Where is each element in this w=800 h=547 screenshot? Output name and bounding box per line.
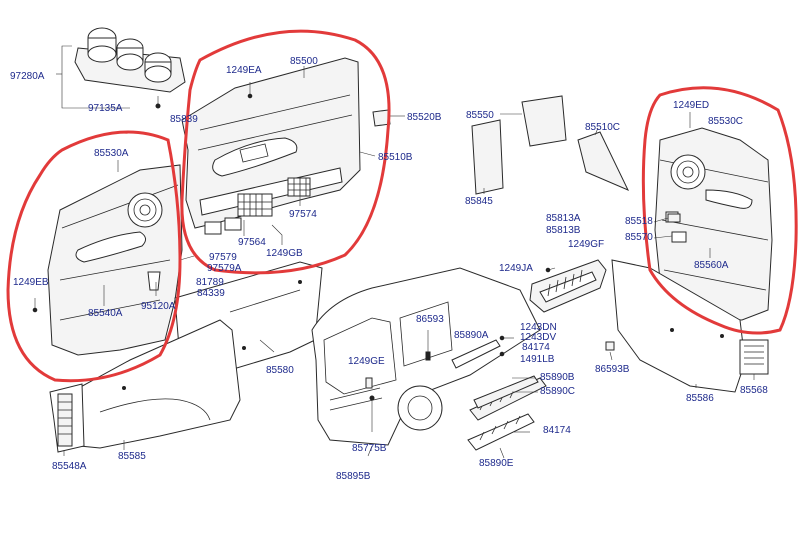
highlight-marks bbox=[6, 29, 798, 383]
part-label-81789: 81789 bbox=[196, 277, 224, 288]
part-label-1249eb: 1249EB bbox=[13, 277, 49, 288]
part-label-84174b: 84174 bbox=[543, 425, 571, 436]
part-label-86593: 86593 bbox=[416, 314, 444, 325]
highlight-circle-left bbox=[6, 130, 182, 383]
part-label-85580: 85580 bbox=[266, 365, 294, 376]
bracket-86593b bbox=[605, 341, 615, 351]
part-label-85890e: 85890E bbox=[479, 458, 514, 469]
bolt-86593 bbox=[425, 330, 431, 361]
part-label-85518: 85518 bbox=[625, 216, 653, 227]
part-label-85540a: 85540A bbox=[88, 308, 123, 319]
rear-panel-85530a bbox=[32, 164, 183, 356]
part-label-85775b: 85775B bbox=[352, 443, 387, 454]
part-label-1243dn: 1243DN bbox=[520, 322, 557, 333]
molding-85890a bbox=[451, 335, 514, 369]
vent-grille-97564 bbox=[237, 193, 273, 217]
part-label-85845: 85845 bbox=[465, 196, 493, 207]
part-label-85520b: 85520B bbox=[407, 112, 442, 123]
part-label-1249ed: 1249ED bbox=[673, 100, 709, 111]
part-label-97579: 97579 bbox=[209, 252, 237, 263]
part-label-84174a: 84174 bbox=[522, 342, 550, 353]
part-label-85550: 85550 bbox=[466, 110, 494, 121]
part-label-85895b: 85895B bbox=[336, 471, 371, 482]
scuff-plate-85890e bbox=[467, 413, 535, 451]
part-label-85585: 85585 bbox=[118, 451, 146, 462]
part-label-85510c: 85510C bbox=[585, 122, 620, 133]
part-label-85570: 85570 bbox=[625, 232, 653, 243]
switch-assembly-97280a bbox=[56, 27, 186, 109]
clip-85518 bbox=[667, 213, 681, 223]
part-label-85813a: 85813A bbox=[546, 213, 581, 224]
part-labels: 97280A 97135A 85839 1249EA 85500 85520B 85510B… bbox=[10, 56, 768, 482]
part-label-85813b: 85813B bbox=[546, 225, 581, 236]
part-label-97574: 97574 bbox=[289, 209, 317, 220]
part-label-1249gf: 1249GF bbox=[568, 239, 604, 250]
trim-85550 bbox=[500, 95, 567, 147]
part-label-85890b: 85890B bbox=[540, 372, 575, 383]
part-label-85500: 85500 bbox=[290, 56, 318, 67]
leader-lines bbox=[63, 66, 755, 459]
part-label-85890a: 85890A bbox=[454, 330, 489, 341]
part-label-1249ja: 1249JA bbox=[499, 263, 533, 274]
part-label-1491lb: 1491LB bbox=[520, 354, 555, 365]
part-label-97135a: 97135A bbox=[88, 103, 123, 114]
part-label-97579a: 97579A bbox=[207, 263, 242, 274]
part-label-85890c: 85890C bbox=[540, 386, 575, 397]
part-label-85586: 85586 bbox=[686, 393, 714, 404]
part-label-85560a: 85560A bbox=[694, 260, 729, 271]
side-panel-85510b bbox=[181, 57, 361, 245]
part-label-84339: 84339 bbox=[197, 288, 225, 299]
part-label-85839: 85839 bbox=[170, 114, 198, 125]
part-label-86593b: 86593B bbox=[595, 364, 630, 375]
pillar-85548a bbox=[49, 383, 85, 453]
highlight-circle-center bbox=[180, 29, 391, 275]
part-label-85510b: 85510B bbox=[378, 152, 413, 163]
vent-grille-97574 bbox=[287, 177, 311, 197]
clip-85775b bbox=[369, 395, 375, 432]
trim-85845 bbox=[471, 119, 504, 195]
scuff-plate-85890c bbox=[473, 375, 539, 409]
part-label-85530a: 85530A bbox=[94, 148, 129, 159]
lower-panel-85586 bbox=[611, 259, 746, 393]
part-label-1243dv: 1243DV bbox=[520, 332, 556, 343]
vent-85568 bbox=[739, 339, 769, 375]
trim-85510c bbox=[577, 131, 630, 191]
part-label-1249ge: 1249GE bbox=[348, 356, 385, 367]
part-label-85530c: 85530C bbox=[708, 116, 743, 127]
lower-panel-85585 bbox=[74, 319, 241, 449]
part-label-97564: 97564 bbox=[238, 237, 266, 248]
part-label-1249ea: 1249EA bbox=[226, 65, 262, 76]
part-label-1249gb: 1249GB bbox=[266, 248, 303, 259]
part-label-97280a: 97280A bbox=[10, 71, 45, 82]
part-label-85548a: 85548A bbox=[52, 461, 87, 472]
highlight-circle-right bbox=[641, 86, 798, 335]
part-label-95120a: 95120A bbox=[141, 301, 176, 312]
step-tray-85813a bbox=[529, 259, 607, 313]
part-label-85568: 85568 bbox=[740, 385, 768, 396]
